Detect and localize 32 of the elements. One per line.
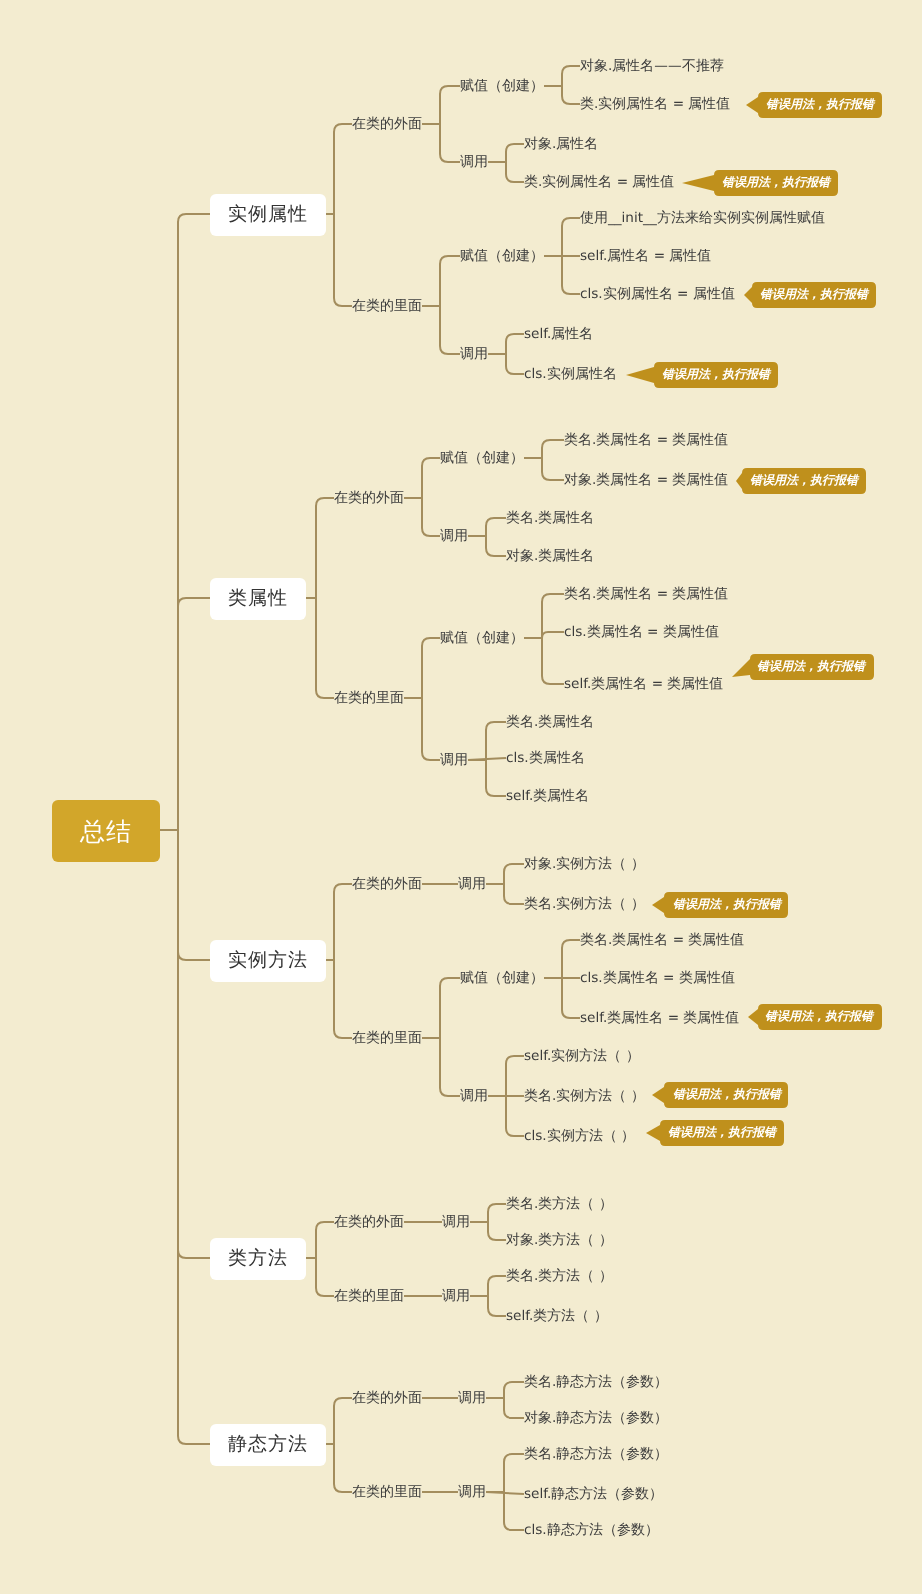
connector-line xyxy=(421,883,459,885)
connector-line xyxy=(487,161,525,183)
connector-line xyxy=(487,1095,525,1137)
connector-line xyxy=(403,697,441,761)
connector-line xyxy=(421,1397,459,1399)
connector-line xyxy=(421,1037,461,1097)
connector-line xyxy=(469,1221,507,1241)
connector-line xyxy=(543,977,581,1019)
connector-line xyxy=(487,353,525,375)
connector-line xyxy=(485,883,525,905)
topic-box: 实例方法 xyxy=(210,939,326,981)
topic-box: 实例属性 xyxy=(210,193,326,235)
topic-box: 静态方法 xyxy=(210,1423,326,1465)
connector-line xyxy=(403,497,441,537)
connector-line xyxy=(467,759,507,797)
connector-line xyxy=(421,305,461,355)
connector-line xyxy=(543,85,581,105)
connector-line xyxy=(421,123,461,163)
root-topic-box: 总结 xyxy=(52,799,160,861)
connector-line xyxy=(403,1221,443,1223)
connector-line xyxy=(159,829,211,1445)
connector-line xyxy=(421,1491,459,1493)
topic-box: 类属性 xyxy=(210,577,306,619)
connector-line xyxy=(523,457,565,481)
connector-line xyxy=(403,1295,443,1297)
connector-line xyxy=(485,1491,525,1531)
connector-line xyxy=(467,535,507,557)
connector-line xyxy=(543,255,581,295)
connector-line xyxy=(485,1397,525,1419)
topic-box: 类方法 xyxy=(210,1237,306,1279)
connector-line xyxy=(469,1295,507,1317)
connector-line xyxy=(305,1257,335,1297)
